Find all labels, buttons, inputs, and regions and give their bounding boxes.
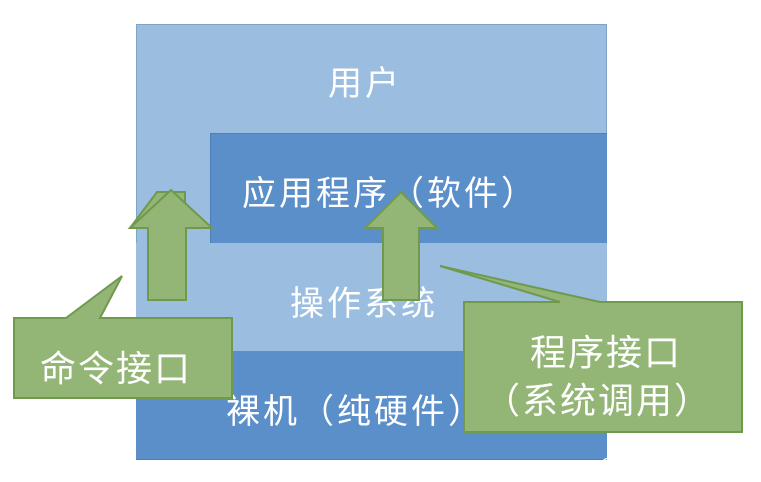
command-interface-label: 命令接口 [40, 349, 193, 390]
program-callout-box [439, 265, 743, 433]
command-callout-box [13, 275, 233, 399]
command-up-arrow-head [127, 188, 215, 301]
user-label: 用户 [328, 64, 402, 104]
watermark: CSDN @浅茶不爱茉li [601, 455, 747, 473]
program-interface-label: 程序接口 [530, 333, 683, 374]
hardware-label: 裸机（纯硬件） [226, 392, 485, 432]
system-call-label: （系统调用） [484, 381, 713, 422]
program-up-arrow [362, 190, 440, 301]
